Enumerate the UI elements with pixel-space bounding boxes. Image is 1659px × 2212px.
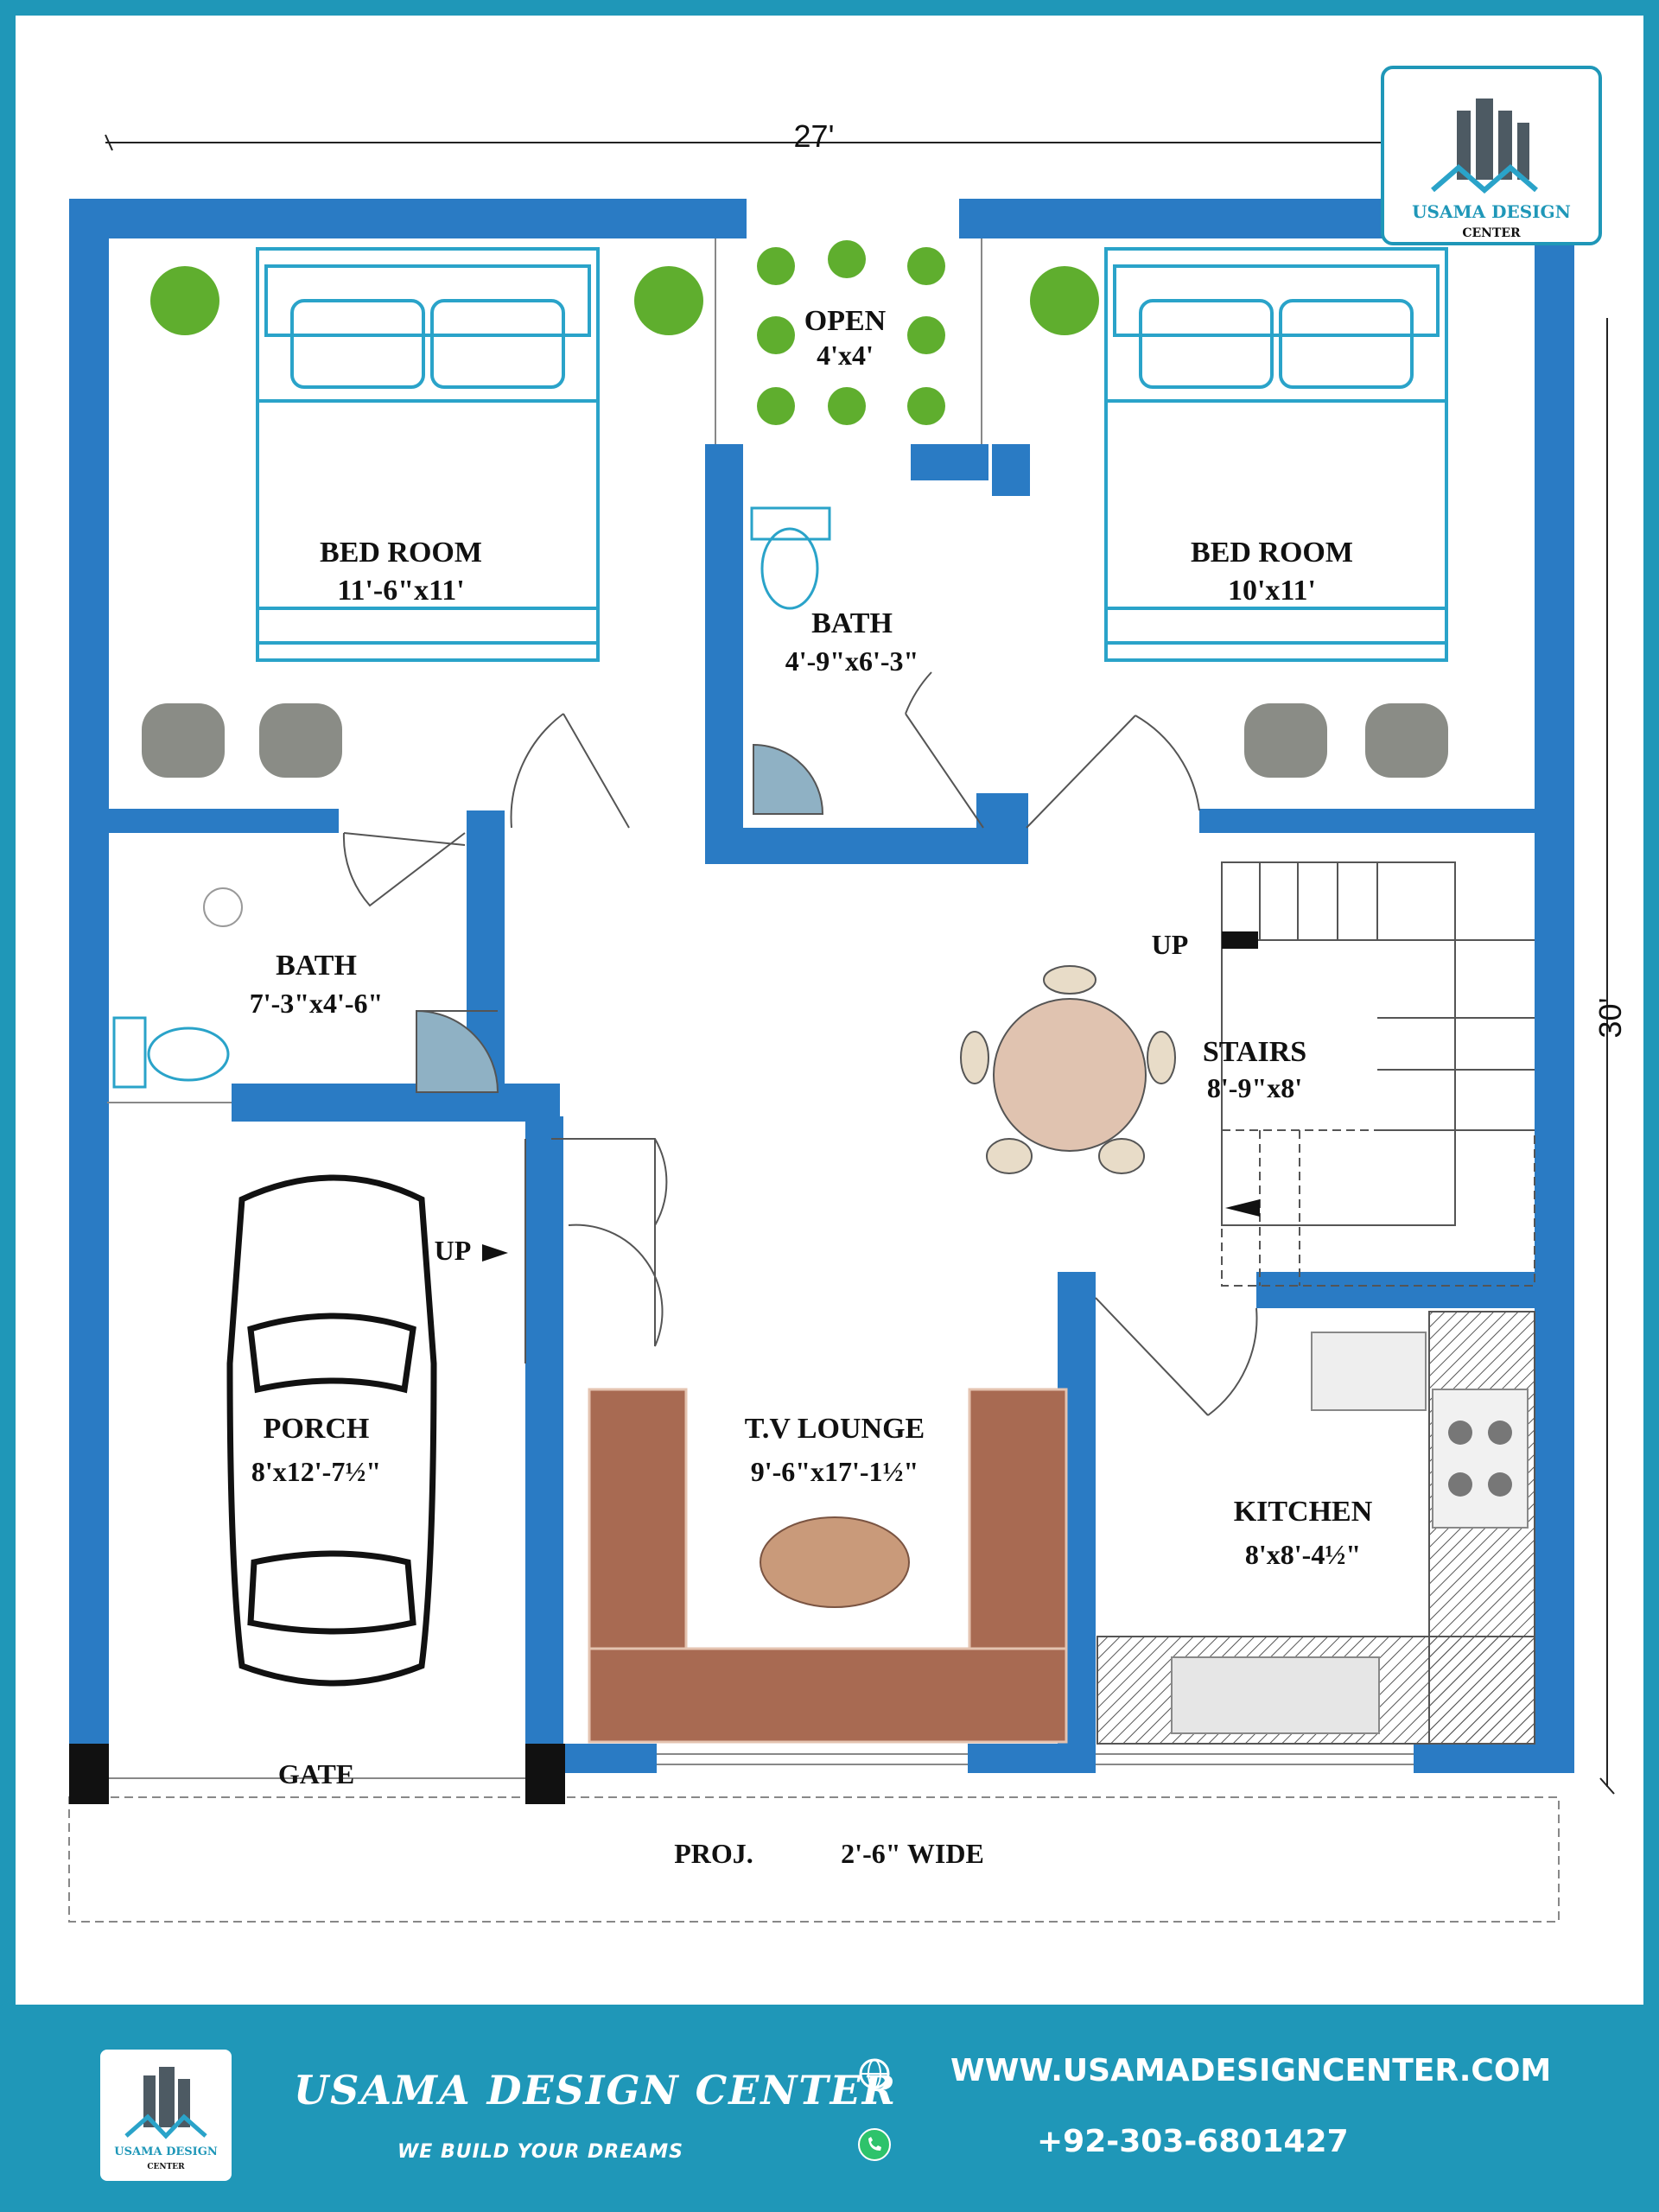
dining-table	[960, 965, 1176, 1174]
coffee-table	[760, 1516, 910, 1608]
logo-line2: CENTER	[1462, 226, 1521, 240]
burner-icon	[1448, 1421, 1512, 1497]
open-courtyard	[715, 238, 982, 446]
plan-frame: 27' 30'	[16, 16, 1643, 2005]
kitchen-name: KITCHEN	[1234, 1496, 1373, 1528]
doors	[342, 671, 1258, 1416]
footer-phone-link[interactable]: +92-303-6801427	[1037, 2124, 1349, 2159]
open-name: OPEN	[804, 305, 887, 337]
brand-logo: USAMA DESIGN CENTER	[1381, 66, 1602, 245]
up-stairs-label: UP	[1152, 929, 1189, 960]
bed-left-size: 11'-6"x11'	[337, 575, 464, 607]
width-dimension: 27'	[105, 118, 1398, 154]
walls	[69, 199, 1574, 1773]
proj-width-label: 2'-6" WIDE	[841, 1838, 984, 1869]
gate-pillar-left	[69, 1744, 109, 1804]
bed-left	[256, 247, 600, 662]
stairs-name: STAIRS	[1203, 1036, 1306, 1068]
sofa-set	[588, 1388, 1068, 1744]
bath-center-name: BATH	[811, 607, 893, 639]
car-icon	[226, 1174, 437, 1687]
open-size: 4'x4'	[817, 340, 874, 371]
bed-left-name: BED ROOM	[320, 537, 482, 569]
whatsapp-icon	[858, 2128, 891, 2161]
logo-line1: USAMA DESIGN	[1412, 201, 1571, 222]
plant-icon	[150, 266, 1099, 335]
fridge-icon	[1311, 1332, 1427, 1411]
buildings-icon: USAMA DESIGN CENTER	[114, 2067, 218, 2171]
footer-logo-line1: USAMA DESIGN	[114, 2145, 218, 2158]
bed-right-name: BED ROOM	[1191, 537, 1353, 569]
up-porch-label: UP	[435, 1235, 472, 1266]
globe-icon	[859, 2058, 890, 2089]
sink-icon	[1171, 1656, 1380, 1734]
gate-pillar-right	[525, 1744, 565, 1804]
proj-label: PROJ.	[674, 1838, 753, 1869]
footer-logo: USAMA DESIGN CENTER	[100, 2050, 232, 2181]
bath-center-fixtures	[750, 506, 831, 815]
bath-center-size: 4'-9"x6'-3"	[785, 645, 919, 677]
buildings-icon	[1457, 99, 1529, 180]
footer-website-link[interactable]: WWW.USAMADESIGNCENTER.COM	[950, 2053, 1552, 2088]
footer-tagline: WE BUILD YOUR DREAMS	[397, 2141, 684, 2163]
porch-name: PORCH	[264, 1413, 370, 1445]
tv-lounge-size: 9'-6"x17'-1½"	[751, 1456, 919, 1487]
bed-right	[1104, 247, 1448, 662]
projection-outline	[68, 1796, 1560, 1923]
tv-lounge-name: T.V LOUNGE	[745, 1413, 925, 1445]
plant-icon	[757, 240, 945, 425]
svg-text:27': 27'	[794, 118, 835, 154]
footer: USAMA DESIGN CENTER USAMA DESIGN CENTER …	[0, 2018, 1659, 2212]
kitchen-counter	[1096, 1311, 1535, 1745]
bath-left-name: BATH	[276, 950, 357, 982]
stove-icon	[1432, 1389, 1529, 1529]
windows	[107, 1102, 1414, 1765]
up-arrow-icon	[482, 1244, 508, 1262]
chairs	[142, 703, 1448, 778]
porch-size: 8'x12'-7½"	[251, 1456, 381, 1487]
gate-label: GATE	[278, 1758, 354, 1789]
svg-text:30': 30'	[1592, 998, 1628, 1039]
bed-right-size: 10'x11'	[1228, 575, 1316, 607]
bath-left-size: 7'-3"x4'-6"	[250, 988, 384, 1019]
stairs-up-marker	[1222, 931, 1258, 949]
height-dimension: 30'	[1592, 318, 1628, 1795]
stairs-size: 8'-9"x8'	[1207, 1072, 1302, 1103]
bath-left-fixtures	[112, 887, 499, 1093]
stairs-arrow-icon	[1225, 1199, 1260, 1217]
kitchen-size: 8'x8'-4½"	[1245, 1539, 1361, 1570]
footer-brand: USAMA DESIGN CENTER	[294, 2067, 897, 2113]
footer-logo-line2: CENTER	[147, 2163, 185, 2171]
floor-plan: 27' 30'	[68, 66, 1628, 1923]
